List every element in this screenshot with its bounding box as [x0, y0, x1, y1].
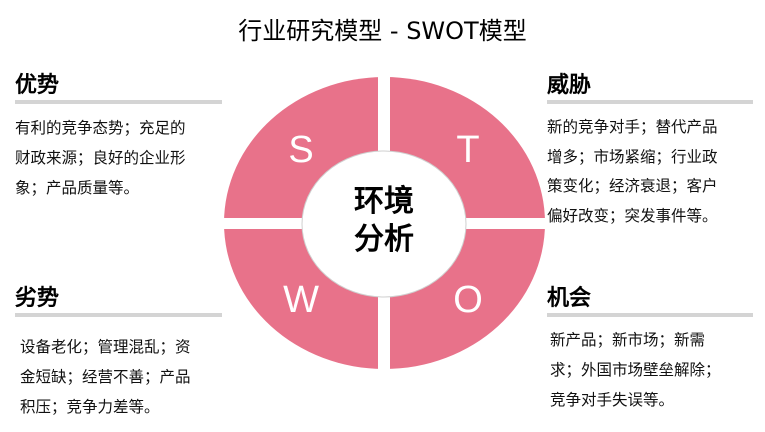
- opportunities-line: 竞争对手失误等。: [550, 391, 675, 409]
- letter-o: O: [453, 279, 483, 321]
- opportunities-body: 新产品；新市场；新需 求；外国市场壁垒解除； 竞争对手失误等。: [550, 325, 721, 415]
- threats-line: 增多；市场紧缩；行业政: [547, 147, 718, 166]
- letter-s: S: [288, 129, 313, 171]
- center-circle: [301, 150, 467, 298]
- opportunities-divider: [547, 313, 753, 317]
- center-label-line2: 分析: [354, 222, 414, 257]
- letter-t: T: [456, 129, 479, 171]
- center-label-line1: 环境: [354, 184, 414, 219]
- strengths-body: 有利的竞争态势；充足的 财政来源；良好的企业形 象；产品质量等。: [15, 113, 186, 203]
- threats-line: 策变化；经济衰退；客户: [547, 177, 718, 195]
- weaknesses-divider: [15, 313, 222, 317]
- threats-line: 偏好改变；突发事件等。: [547, 206, 718, 225]
- center-label: 环境 分析: [303, 183, 465, 259]
- page-title: 行业研究模型 - SWOT模型: [238, 17, 527, 45]
- threats-heading: 威胁: [547, 73, 592, 98]
- strengths-divider: [15, 100, 222, 104]
- strengths-line: 财政来源；良好的企业形: [15, 149, 186, 167]
- letter-w: W: [283, 279, 319, 321]
- weaknesses-line: 设备老化；管理混乱；资: [20, 338, 191, 356]
- threats-divider: [547, 100, 753, 104]
- strengths-line: 有利的竞争态势；充足的: [15, 119, 186, 137]
- opportunities-line: 求；外国市场壁垒解除；: [550, 361, 721, 379]
- weaknesses-heading: 劣势: [15, 286, 60, 311]
- weaknesses-body: 设备老化；管理混乱；资 金短缺；经营不善；产品 积压；竞争力差等。: [20, 332, 191, 422]
- threats-body: 新的竞争对手；替代产品 增多；市场紧缩；行业政 策变化；经济衰退；客户 偏好改变…: [547, 113, 718, 231]
- strengths-heading: 优势: [15, 73, 60, 98]
- opportunities-line: 新产品；新市场；新需: [550, 331, 706, 349]
- weaknesses-line: 积压；竞争力差等。: [20, 398, 160, 416]
- threats-line: 新的竞争对手；替代产品: [547, 118, 718, 136]
- strengths-line: 象；产品质量等。: [15, 179, 140, 197]
- opportunities-heading: 机会: [547, 286, 592, 311]
- weaknesses-line: 金短缺；经营不善；产品: [20, 368, 191, 386]
